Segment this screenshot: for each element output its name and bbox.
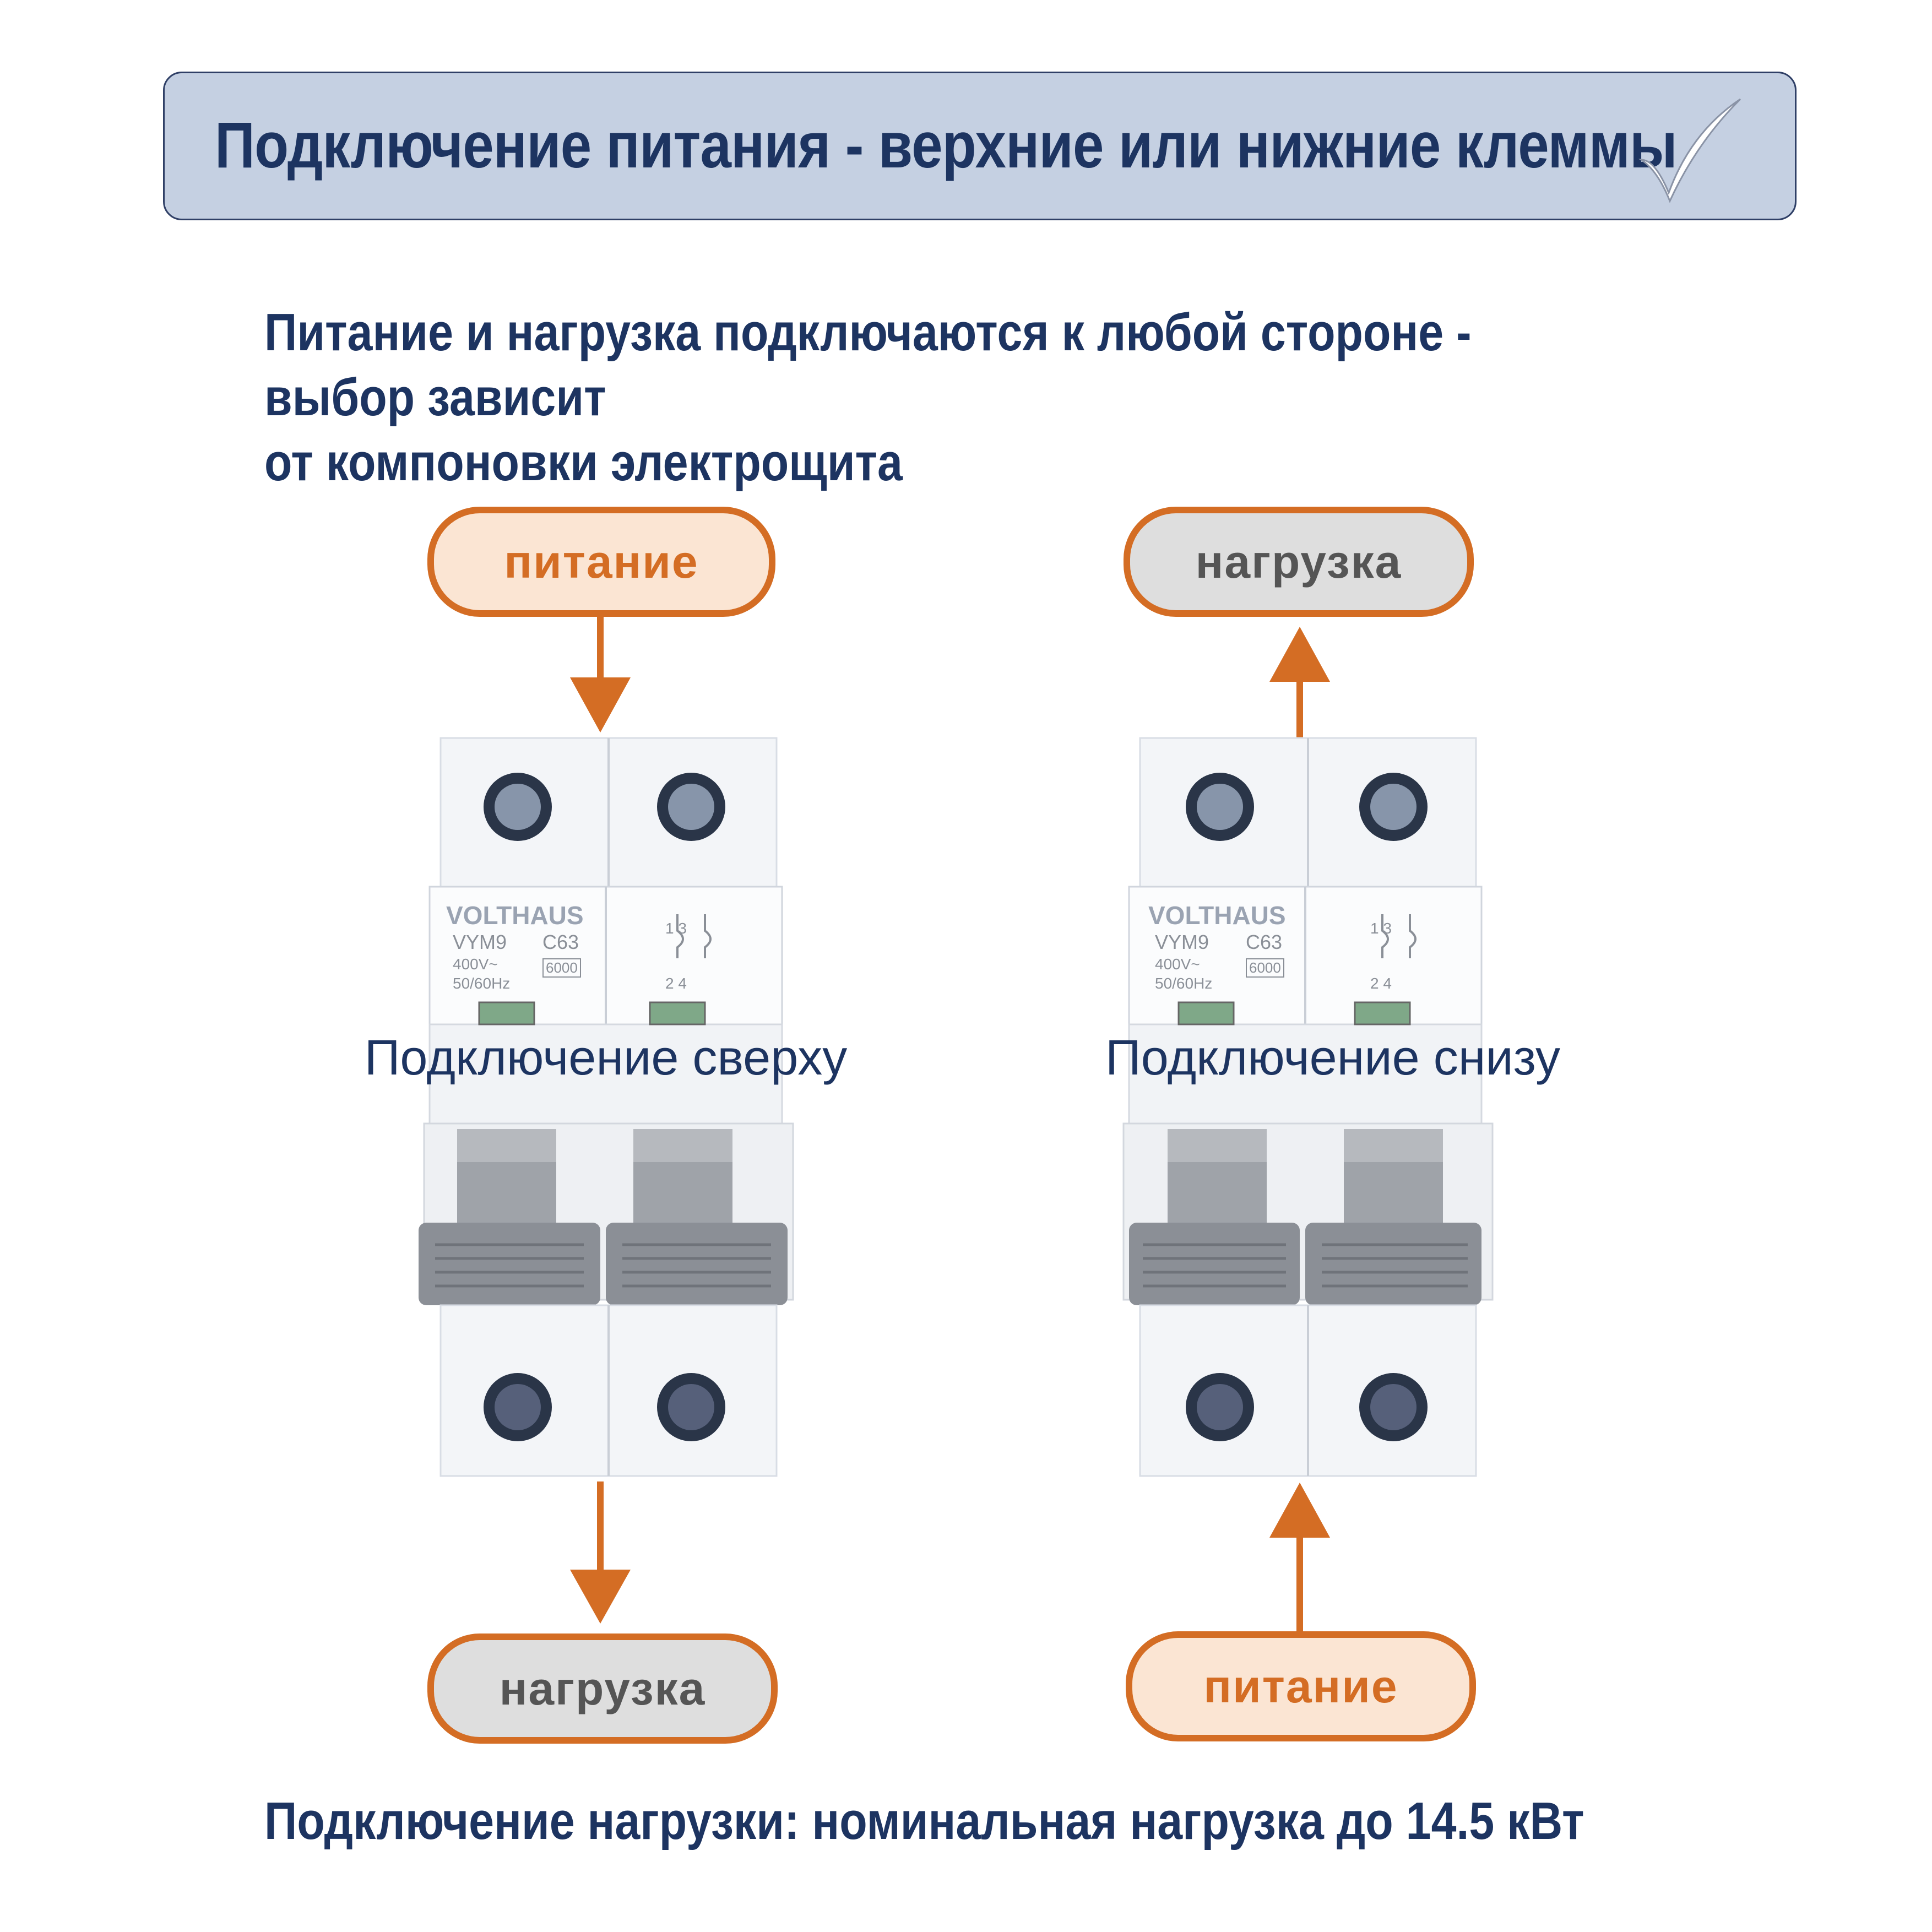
screw-terminal-icon (484, 773, 725, 1441)
screw-terminal-icon (1186, 773, 1428, 1441)
right-breaker-model: VYM9 (1155, 931, 1209, 953)
right-circuit-breaker (1122, 737, 1494, 1477)
left-breaker-rating: C63 (542, 931, 579, 953)
left-breaker-frequency: 50/60Hz (453, 975, 511, 992)
checkmark-icon (1638, 98, 1741, 203)
left-breaker-capacity: 6000 (542, 958, 581, 978)
left-supply-label: питание (427, 507, 775, 617)
right-supply-label: питание (1126, 1631, 1476, 1741)
left-breaker-voltage: 400V~ (453, 956, 498, 973)
arrow-down-icon (570, 1481, 631, 1624)
intro-line-2: от компоновки электрощита (264, 433, 903, 492)
arrow-up-icon (1269, 627, 1330, 740)
left-circuit-breaker (419, 737, 794, 1477)
page-title: Подключение питания - верхние или нижние… (215, 109, 1678, 182)
arrow-down-icon (570, 617, 631, 732)
right-breaker-terminals-top: 1 3 (1370, 920, 1392, 937)
right-breaker-frequency: 50/60Hz (1155, 975, 1213, 992)
right-load-label: нагрузка (1124, 507, 1474, 617)
intro-text: Питание и нагрузка подключаются к любой … (264, 300, 1591, 495)
right-breaker-capacity: 6000 (1246, 958, 1284, 978)
left-load-label: нагрузка (427, 1633, 778, 1744)
right-breaker-terminals-bottom: 2 4 (1370, 975, 1392, 992)
footer-text: Подключение нагрузки: номинальная нагруз… (264, 1792, 1584, 1850)
arrow-up-icon (1269, 1483, 1330, 1631)
right-caption: Подключение снизу (1105, 1030, 1560, 1086)
right-breaker-voltage: 400V~ (1155, 956, 1200, 973)
left-caption: Подключение сверху (364, 1030, 848, 1086)
left-breaker-brand: VOLTHAUS (446, 901, 584, 930)
left-breaker-terminals-bottom: 2 4 (665, 975, 687, 992)
right-breaker-brand: VOLTHAUS (1148, 901, 1286, 930)
left-breaker-model: VYM9 (453, 931, 507, 953)
left-breaker-terminals-top: 1 3 (665, 920, 687, 937)
right-breaker-rating: C63 (1246, 931, 1283, 953)
intro-line-1: Питание и нагрузка подключаются к любой … (264, 303, 1472, 427)
title-banner (163, 72, 1797, 220)
